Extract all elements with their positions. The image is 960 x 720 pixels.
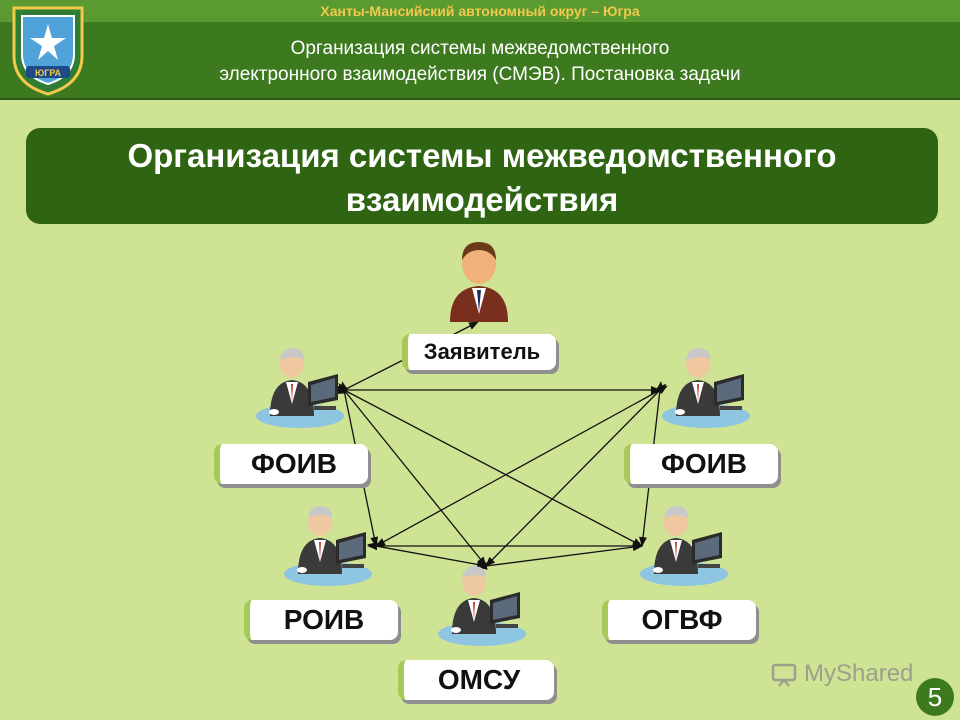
emblem-text: ЮГРА <box>35 68 62 78</box>
arrow-omsu-ogvf <box>477 543 643 570</box>
foiv-right-worker-icon <box>662 348 750 428</box>
slide-subtitle: Организация системы межведомственного эл… <box>110 36 850 88</box>
applicant-label: Заявитель <box>402 334 556 370</box>
subtitle-line-2: электронного взаимодействия (СМЭВ). Пост… <box>219 64 741 85</box>
arrow-foiv-left-ogvf <box>336 385 643 547</box>
omsu-label: ОМСУ <box>398 660 554 700</box>
header-bar <box>0 0 960 100</box>
header-band <box>0 0 960 22</box>
arrow-roiv-omsu <box>367 542 487 569</box>
foiv-left-label: ФОИВ <box>214 444 368 484</box>
foiv-right-label: ФОИВ <box>624 444 778 484</box>
arrow-foiv-right-roiv <box>375 385 668 547</box>
subtitle-line-1: Организация системы межведомственного <box>290 38 670 59</box>
title-line-1: Организация системы межведомственного <box>127 137 837 174</box>
page-title: Организация системы межведомственного вз… <box>26 134 938 222</box>
watermark: MyShared <box>770 656 930 692</box>
title-banner <box>26 128 938 224</box>
applicant-person-icon <box>450 242 508 322</box>
region-name: Ханты-Мансийский автономный округ – Югра <box>320 3 640 19</box>
watermark-text: MyShared <box>804 660 914 687</box>
roiv-label: РОИВ <box>244 600 398 640</box>
emblem-icon: ЮГРА <box>12 6 84 96</box>
foiv-left-worker-icon <box>256 348 344 428</box>
roiv-worker-icon <box>284 506 372 586</box>
omsu-worker-icon <box>438 566 526 646</box>
arrow-foiv-right-omsu <box>485 383 667 567</box>
ogvf-label: ОГВФ <box>602 600 756 640</box>
title-line-2: взаимодействия <box>345 181 619 218</box>
presentation-icon <box>771 663 797 687</box>
ogvf-worker-icon <box>640 506 728 586</box>
page-number: 5 <box>916 678 954 716</box>
